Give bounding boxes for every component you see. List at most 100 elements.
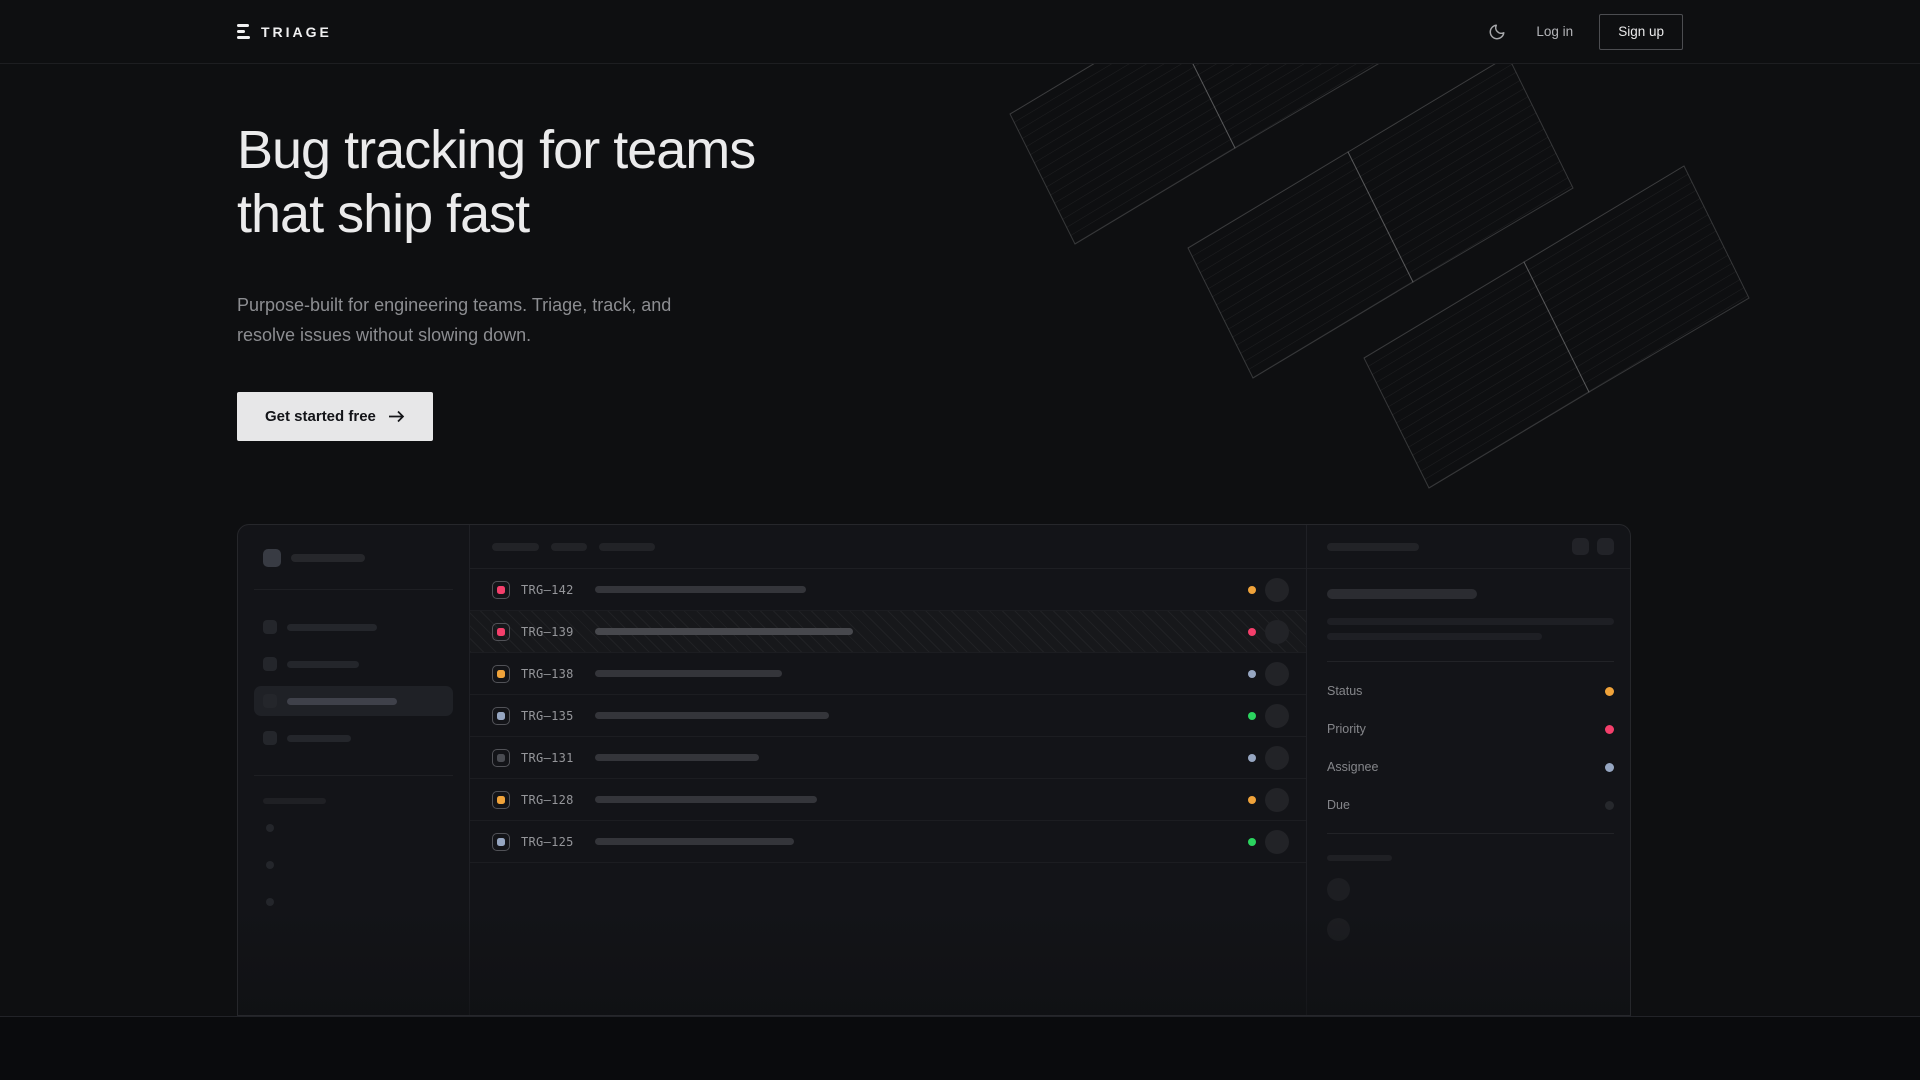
filter-skeleton (551, 542, 587, 551)
issue-priority-dot (1248, 753, 1256, 762)
issue-title-skeleton (595, 670, 782, 677)
issue-id: TRG–128 (521, 792, 574, 807)
sidebar-item-2[interactable] (254, 649, 453, 679)
issue-priority-dot (1248, 711, 1256, 720)
detail-actions (1572, 538, 1614, 555)
detail-field-row[interactable]: Assignee (1327, 748, 1614, 786)
issue-row[interactable]: TRG–131 (470, 737, 1306, 779)
issue-priority-dot (1248, 837, 1256, 846)
issue-assignee-avatar (1265, 703, 1289, 728)
top-nav: TRIAGE Log in Sign up (0, 0, 1920, 64)
sidebar-divider (254, 589, 453, 590)
issue-id: TRG–139 (521, 624, 574, 639)
nav-actions: Log in Sign up (1484, 13, 1683, 50)
issue-assignee-avatar (1265, 619, 1289, 644)
sidebar-item-1[interactable] (254, 612, 453, 642)
sidebar-item-icon (263, 657, 277, 671)
issue-priority-dot (1248, 585, 1256, 594)
issue-status-icon (492, 706, 510, 725)
hero-title-line1: Bug tracking for teams (237, 120, 756, 180)
detail-title-skeleton (1327, 589, 1477, 599)
triage-logo-icon (237, 24, 250, 39)
issue-priority-dot (1248, 669, 1256, 678)
detail-body: Status Priority Assignee Due (1307, 569, 1630, 941)
issue-assignee-avatar (1265, 661, 1289, 686)
issue-detail-pane: Status Priority Assignee Due (1306, 525, 1630, 1015)
issue-row[interactable]: TRG–125 (470, 821, 1306, 863)
issue-status-icon (492, 748, 510, 767)
sidebar-item-skeleton (287, 697, 397, 705)
detail-field-value-dot (1605, 686, 1614, 696)
detail-fields: Status Priority Assignee Due (1327, 672, 1614, 824)
brand-logo[interactable]: TRIAGE (237, 24, 332, 40)
issue-status-icon (492, 664, 510, 683)
issue-title-skeleton (595, 628, 853, 635)
sidebar-item-active[interactable] (254, 686, 453, 716)
workspace-switcher[interactable] (254, 549, 453, 567)
sidebar-section-label-skeleton (263, 798, 326, 804)
detail-field-row[interactable]: Status (1327, 672, 1614, 710)
get-started-button[interactable]: Get started free (237, 392, 433, 441)
activity-avatar (1327, 918, 1350, 941)
issue-row[interactable]: TRG–135 (470, 695, 1306, 737)
moon-icon (1490, 24, 1505, 39)
detail-field-row[interactable]: Priority (1327, 710, 1614, 748)
issue-row[interactable]: TRG–142 (470, 569, 1306, 611)
sidebar-item-skeleton (287, 660, 359, 668)
issue-id: TRG–125 (521, 834, 574, 849)
cta-label: Get started free (265, 408, 376, 425)
issue-id: TRG–138 (521, 666, 574, 681)
detail-field-label: Due (1327, 798, 1350, 812)
issue-list: TRG–142 TRG–139 TRG–138 TRG–135 (470, 569, 1306, 863)
sidebar-dot (266, 824, 274, 832)
issue-id: TRG–131 (521, 750, 574, 765)
issue-assignee-avatar (1265, 577, 1289, 602)
detail-text-skeleton (1327, 633, 1542, 640)
next-section-band (0, 1016, 1920, 1080)
arrow-right-icon (388, 410, 405, 423)
sidebar-dot (266, 898, 274, 906)
login-button[interactable]: Log in (1536, 24, 1574, 39)
detail-field-value-dot (1605, 800, 1614, 810)
mockup-sidebar (238, 525, 470, 1015)
issue-status-icon (492, 622, 510, 641)
hero-content: Bug tracking for teams that ship fast Pu… (0, 64, 1920, 441)
issue-title-skeleton (595, 754, 759, 761)
detail-header-skeleton (1327, 542, 1419, 551)
detail-action-button-1[interactable] (1572, 538, 1589, 555)
sidebar-item-icon (263, 731, 277, 745)
issue-title-skeleton (595, 712, 829, 719)
detail-field-label: Status (1327, 684, 1363, 698)
signup-button[interactable]: Sign up (1599, 13, 1683, 50)
issue-list-pane: TRG–142 TRG–139 TRG–138 TRG–135 (470, 525, 1306, 1015)
detail-header (1307, 525, 1630, 569)
sidebar-item-4[interactable] (254, 723, 453, 753)
detail-section-skeleton (1327, 855, 1392, 861)
issue-assignee-avatar (1265, 829, 1289, 854)
detail-field-row[interactable]: Due (1327, 786, 1614, 824)
issue-status-icon (492, 790, 510, 809)
hero-title-line2: that ship fast (237, 184, 530, 244)
detail-divider (1327, 661, 1614, 662)
brand-name: TRIAGE (261, 23, 332, 40)
issue-list-header (470, 525, 1306, 569)
issue-title-skeleton (595, 586, 806, 593)
filter-skeleton (492, 542, 539, 551)
detail-divider (1327, 833, 1614, 834)
issue-row[interactable]: TRG–128 (470, 779, 1306, 821)
detail-field-value-dot (1605, 762, 1614, 772)
issue-row[interactable]: TRG–138 (470, 653, 1306, 695)
issue-assignee-avatar (1265, 787, 1289, 812)
theme-toggle-button[interactable] (1484, 19, 1510, 45)
app-mockup-panel: TRG–142 TRG–139 TRG–138 TRG–135 (237, 524, 1631, 1016)
issue-id: TRG–135 (521, 708, 574, 723)
issue-id: TRG–142 (521, 582, 574, 597)
sidebar-dot (266, 861, 274, 869)
issue-row[interactable]: TRG–139 (470, 611, 1306, 653)
sidebar-item-icon (263, 620, 277, 634)
detail-action-button-2[interactable] (1597, 538, 1614, 555)
sidebar-item-skeleton (287, 734, 351, 742)
issue-status-icon (492, 580, 510, 599)
issue-assignee-avatar (1265, 745, 1289, 770)
hero-subtitle: Purpose-built for engineering teams. Tri… (237, 295, 672, 345)
